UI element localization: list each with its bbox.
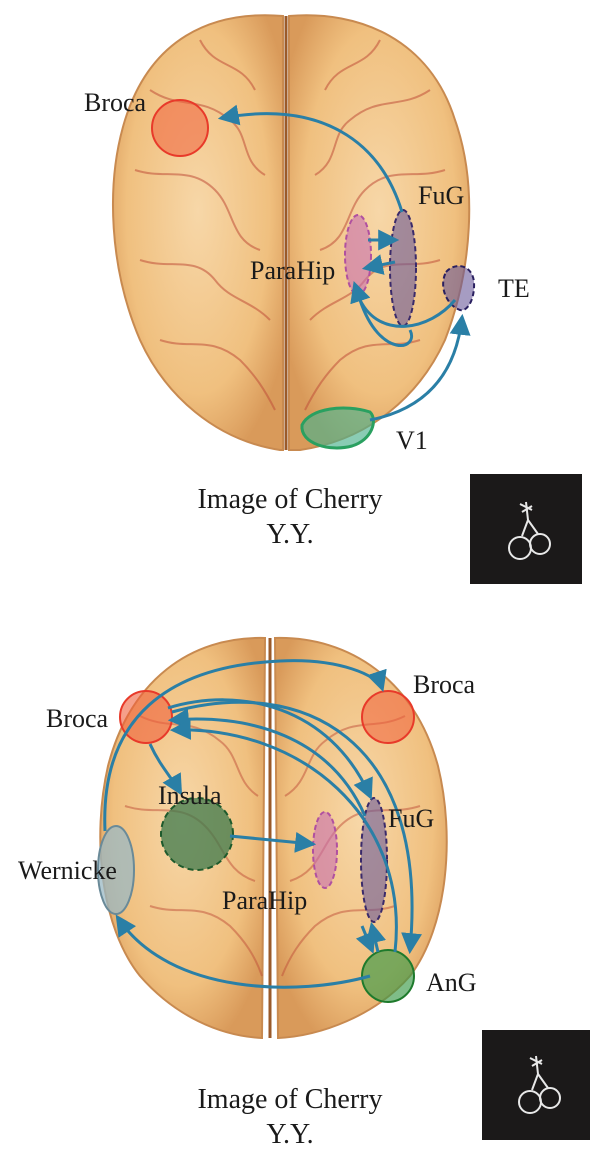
label-broca-right: Broca xyxy=(413,672,475,698)
cherry-stimulus-thumbnail xyxy=(482,1030,590,1140)
bottom-caption-line2: Y.Y. xyxy=(140,1117,440,1152)
parahip-region xyxy=(345,215,371,295)
cherry-icon xyxy=(482,1030,590,1140)
bottom-caption-line1: Image of Cherry xyxy=(140,1082,440,1117)
broca-region xyxy=(152,100,208,156)
broca-left-region xyxy=(120,691,172,743)
left-hemisphere xyxy=(113,15,283,450)
top-caption: Image of Cherry Y.Y. xyxy=(140,482,440,552)
cherry-stimulus-thumbnail xyxy=(470,474,582,584)
label-insula: Insula xyxy=(158,783,222,809)
fug-region xyxy=(361,798,387,922)
cherry-icon xyxy=(470,474,582,584)
fug-region xyxy=(390,210,416,326)
label-fug: FuG xyxy=(418,183,464,209)
top-panel: Broca FuG ParaHip TE V1 Image of Cherry … xyxy=(0,0,598,590)
v1-region xyxy=(302,408,374,448)
bottom-caption: Image of Cherry Y.Y. xyxy=(140,1082,440,1152)
label-v1: V1 xyxy=(396,428,428,454)
label-broca: Broca xyxy=(84,90,146,116)
label-te: TE xyxy=(498,276,530,302)
top-caption-line2: Y.Y. xyxy=(140,517,440,552)
top-caption-line1: Image of Cherry xyxy=(140,482,440,517)
bottom-panel: Broca Broca Insula Wernicke ParaHip FuG … xyxy=(0,596,598,1144)
label-wernicke: Wernicke xyxy=(18,858,117,884)
right-hemisphere xyxy=(289,15,469,450)
label-fug: FuG xyxy=(388,806,434,832)
label-parahip: ParaHip xyxy=(250,258,335,284)
parahip-region xyxy=(313,812,337,888)
label-ang: AnG xyxy=(426,970,477,996)
label-broca-left: Broca xyxy=(46,706,108,732)
label-parahip: ParaHip xyxy=(222,888,307,914)
broca-right-region xyxy=(362,691,414,743)
